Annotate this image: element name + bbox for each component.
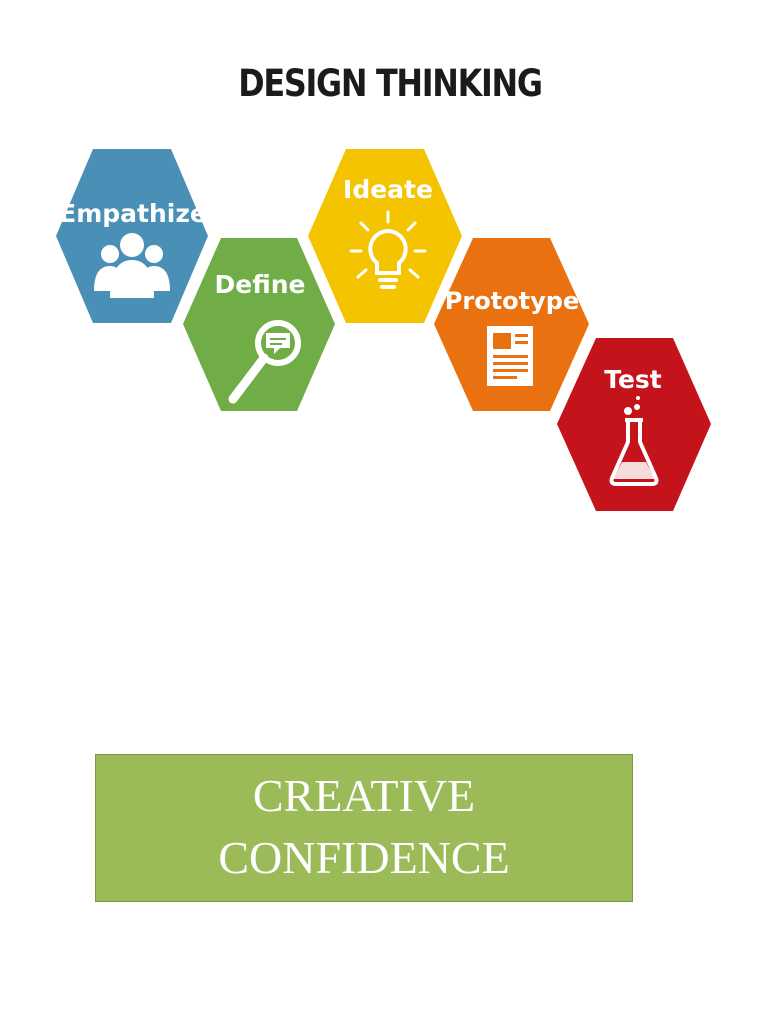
lightbulb-icon	[349, 210, 427, 289]
stage-label-empathize: Empathize	[59, 199, 207, 228]
stage-test: Test	[557, 338, 711, 511]
people-icon	[94, 233, 170, 298]
stage-define: Define	[183, 238, 335, 411]
magnifier-speech-icon	[228, 320, 301, 404]
page-title: DESIGN THINKING	[238, 62, 543, 105]
stage-label-prototype: Prototype	[445, 287, 579, 315]
stage-label-define: Define	[215, 270, 306, 299]
stage-label-ideate: Ideate	[343, 175, 433, 204]
hexagon-ideate	[308, 149, 462, 323]
design-thinking-diagram: Empathize Define Ideate	[56, 149, 711, 511]
document-icon	[487, 326, 533, 386]
stage-empathize: Empathize	[56, 149, 208, 323]
stage-label-test: Test	[604, 365, 662, 394]
stage-ideate: Ideate	[308, 149, 462, 323]
hexagon-define	[183, 238, 335, 411]
hexagon-test	[557, 338, 711, 511]
hexagon-prototype	[434, 238, 589, 411]
banner-line-2: CONFIDENCE	[218, 832, 510, 883]
flask-icon	[609, 396, 659, 486]
stage-prototype: Prototype	[434, 238, 589, 411]
banner-line-1: CREATIVE	[252, 770, 476, 821]
creative-confidence-banner: CREATIVE CONFIDENCE	[95, 754, 633, 902]
